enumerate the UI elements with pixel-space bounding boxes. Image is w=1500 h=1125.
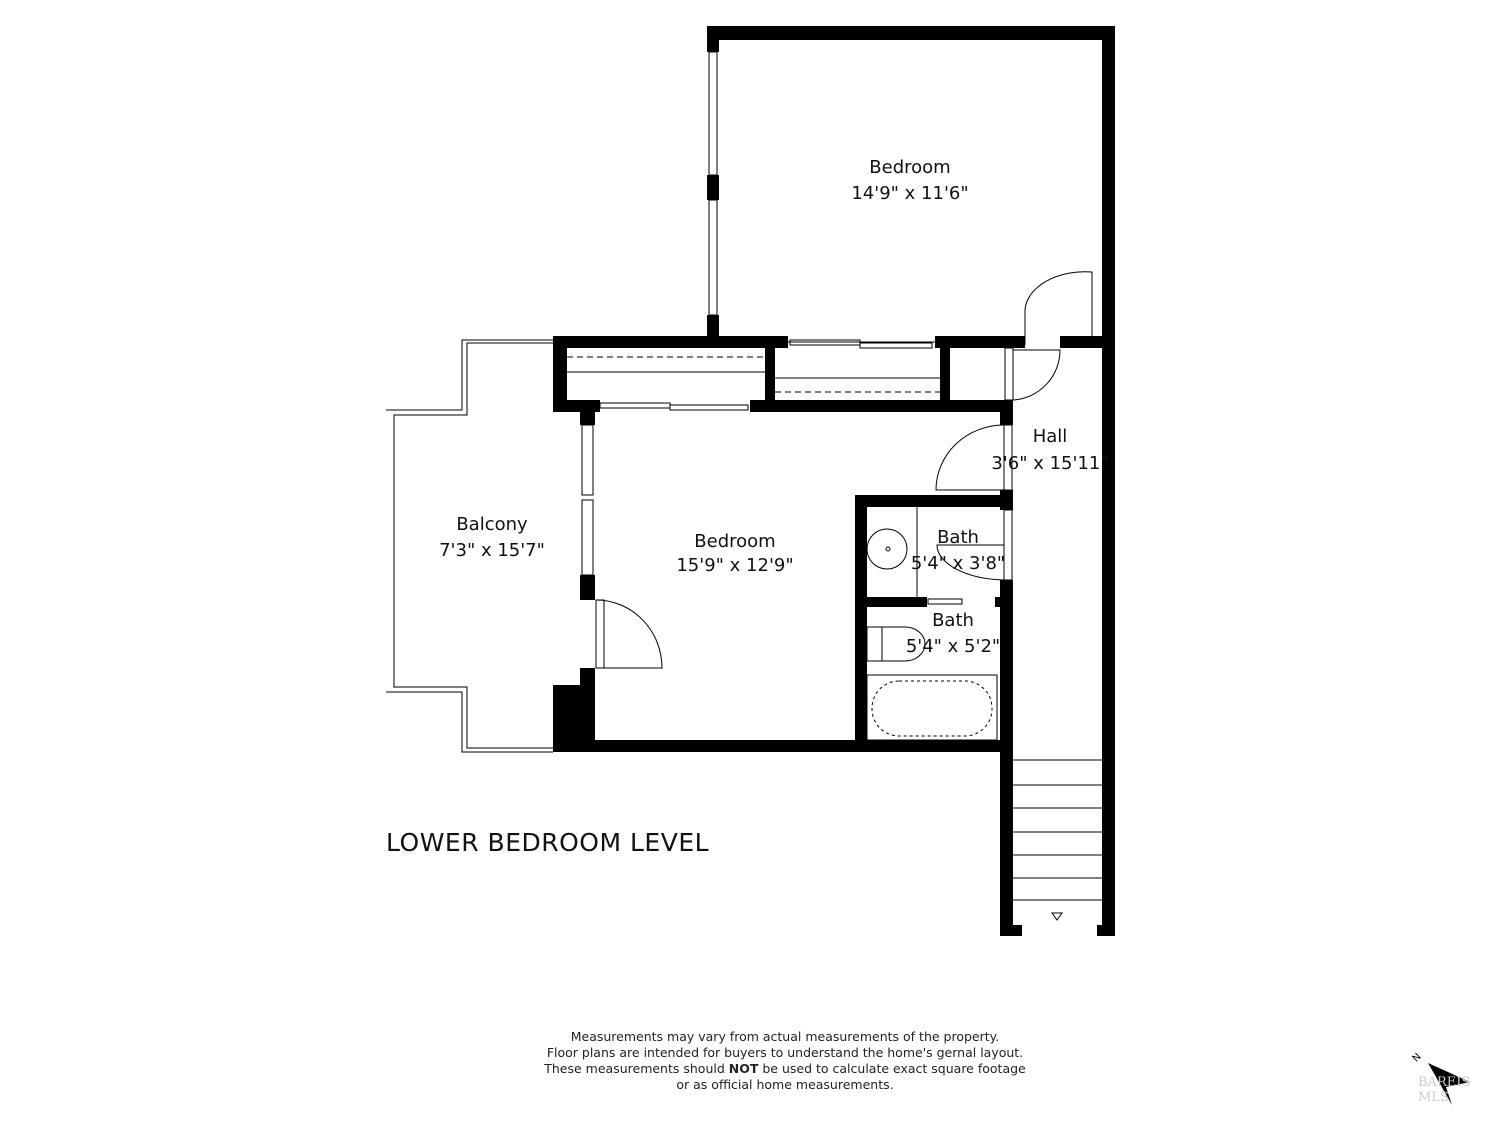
level-title: LOWER BEDROOM LEVEL [386,828,710,857]
disclaimer-bold: NOT [728,1061,759,1076]
fixtures [386,51,1102,921]
room-dim-bath-2: 5'4" x 5'2" [906,636,1000,657]
room-dim-upper-bedroom: 14'9" x 11'6" [851,183,968,204]
room-name-bedroom: Bedroom [694,531,775,552]
room-dim-balcony: 7'3" x 15'7" [439,540,545,561]
room-name-hall: Hall [1033,426,1068,447]
disclaimer-text: be used to calculate exact square footag… [758,1061,1026,1076]
room-dim-bedroom: 15'9" x 12'9" [676,555,793,576]
mls-logo: BAREIS MLS [1418,1075,1471,1105]
room-name-bath-2: Bath [932,610,974,631]
room-name-balcony: Balcony [456,514,528,535]
disclaimer-text: These measurements should [544,1061,729,1076]
disclaimer: Measurements may vary from actual measur… [510,1029,1060,1093]
room-dim-hall: 3'6" x 15'11" [991,453,1108,474]
disclaimer-line: or as official home measurements. [676,1077,894,1092]
walls [553,26,1115,936]
room-dim-bath-1: 5'4" x 3'8" [911,553,1005,574]
disclaimer-line: Measurements may vary from actual measur… [570,1029,1000,1044]
disclaimer-line: Floor plans are intended for buyers to u… [546,1045,1024,1060]
room-name-bath-1: Bath [937,527,979,548]
disclaimer-line: These measurements should NOT be used to… [510,1061,1060,1077]
svg-text:N: N [1411,1051,1424,1064]
room-name-upper-bedroom: Bedroom [869,157,950,178]
